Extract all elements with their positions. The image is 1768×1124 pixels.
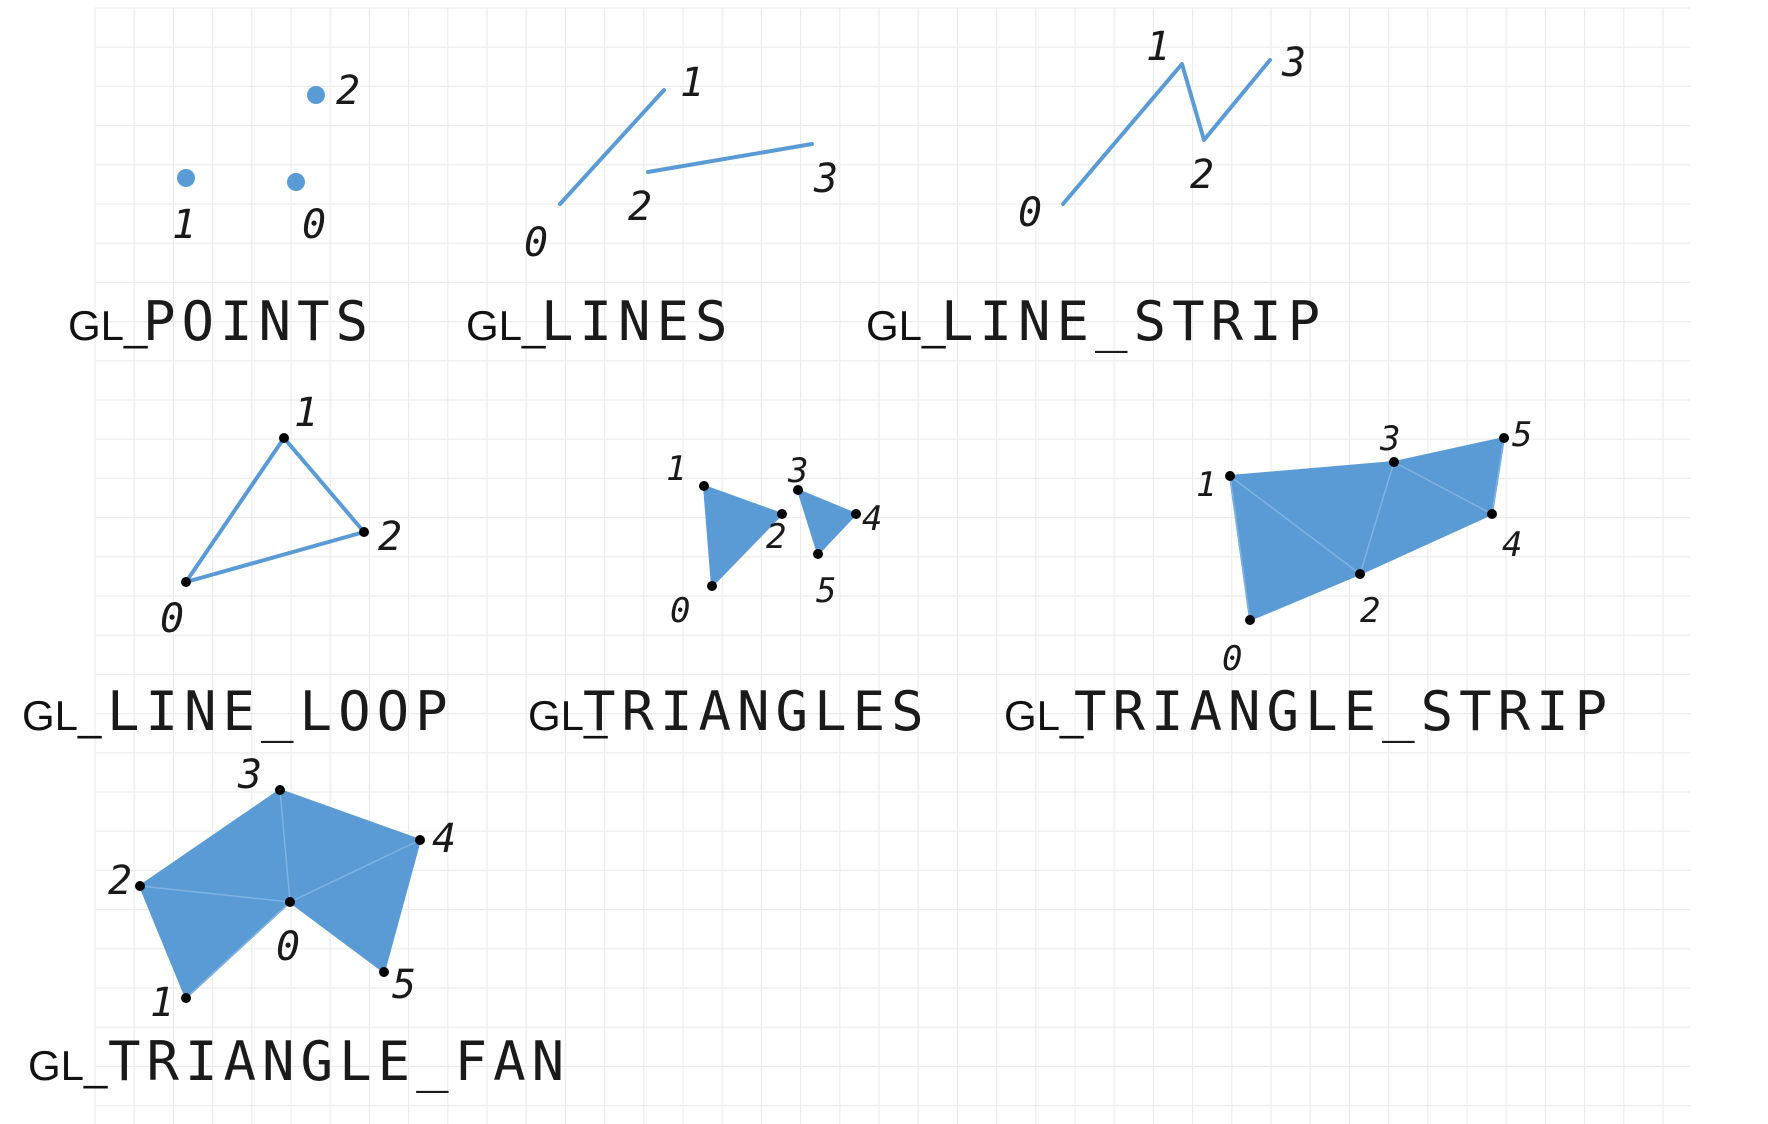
title-main: TRIANGLE_FAN [108, 1030, 570, 1093]
diagram-triangle-fan: 0 1 2 3 4 5GL_TRIANGLE_FAN [28, 752, 570, 1093]
vertex-label-3: 3 [237, 752, 262, 798]
vertex-label-2: 2 [336, 68, 360, 114]
vertex-label-3: 3 [1281, 40, 1306, 86]
line-loop-path [184, 436, 366, 584]
diagram-line-strip: 0 1 2 3GL_LINE_STRIP [866, 24, 1326, 353]
triangle-1 [797, 489, 857, 555]
vertex-label-2: 2 [628, 184, 652, 230]
vertex-dot-3 [793, 485, 803, 495]
diagram-line-loop: 0 1 2GL_LINE_LOOP [22, 390, 454, 743]
grid-background [94, 7, 1690, 1124]
vertex-label-2: 2 [378, 514, 402, 560]
vertex-dot-0 [1245, 615, 1255, 625]
title-prefix: GL_ [22, 692, 102, 739]
vertex-label-2: 2 [1190, 152, 1214, 198]
title-prefix: GL_ [866, 302, 946, 349]
vertex-dot-3 [1389, 457, 1399, 467]
vertex-dot-0 [181, 577, 191, 587]
vertex-label-5: 5 [816, 571, 836, 611]
fan-edge-4 [289, 839, 421, 903]
title-prefix: GL_ [28, 1042, 108, 1089]
vertex-dot-5 [379, 967, 389, 977]
vertex-label-0: 0 [670, 591, 690, 631]
vertex-label-5: 5 [392, 962, 416, 1008]
vertex-dot-5 [813, 549, 823, 559]
vertex-label-1: 1 [680, 60, 704, 106]
vertex-label-4: 4 [862, 499, 882, 539]
vertex-dot-2 [135, 881, 145, 891]
vertex-label-0: 0 [160, 596, 184, 642]
title-main: TRIANGLE_STRIP [1074, 680, 1613, 743]
vertex-dot-2 [777, 509, 787, 519]
primitive-diagrams: 012GL_POINTS0123GL_LINES0123GL_LINE_STRI… [22, 24, 1613, 1093]
vertex-dot-4 [1487, 509, 1497, 519]
vertex-dot-1 [1225, 471, 1235, 481]
vertex-label-2: 2 [108, 858, 132, 904]
vertex-label-1: 1 [1146, 24, 1170, 70]
vertex-label-1: 1 [172, 202, 196, 248]
vertex-dot-4 [851, 509, 861, 519]
vertex-label-5: 5 [1512, 415, 1532, 455]
vertex-dot-4 [415, 835, 425, 845]
title-prefix: GL_ [1004, 692, 1084, 739]
vertex-label-0: 0 [1222, 639, 1242, 679]
vertex-label-3: 3 [787, 451, 808, 491]
vertex-dot-5 [1499, 433, 1509, 443]
vertex-label-1: 1 [150, 980, 174, 1026]
line-strip-path [1061, 58, 1272, 206]
title-prefix: GL_ [68, 302, 148, 349]
vertex-label-2: 2 [766, 517, 786, 557]
vertex-dot-3 [275, 785, 285, 795]
vertex-dot-1 [699, 481, 709, 491]
diagram-triangle-strip: 0 1 2 3 4 5GL_TRIANGLE_STRIP [1004, 415, 1613, 743]
fan-edge-3 [279, 789, 291, 903]
diagram-points: 0 1 2GL_POINTS [68, 68, 374, 353]
title-main: TRIANGLES [583, 680, 930, 743]
fan-triangle-1 [139, 789, 291, 903]
vertex-label-0: 0 [276, 924, 300, 970]
title-main: LINE_STRIP [941, 290, 1326, 353]
point-0 [287, 173, 305, 191]
fan-edge-1 [185, 901, 291, 999]
vertex-label-4: 4 [432, 816, 456, 862]
line-segment-0 [558, 88, 666, 206]
vertex-dot-0 [285, 897, 295, 907]
diagram-lines: 0 1 2 3GL_LINES [466, 60, 838, 353]
vertex-label-0: 0 [302, 202, 326, 248]
vertex-label-3: 3 [1379, 419, 1400, 459]
vertex-label-0: 0 [524, 220, 548, 266]
fan-edge-2 [139, 885, 291, 903]
vertex-label-1: 1 [294, 390, 318, 436]
point-2 [307, 86, 325, 104]
title-prefix: GL_ [466, 302, 546, 349]
vertex-dot-1 [279, 433, 289, 443]
line-segment-1 [646, 142, 814, 174]
triangle-0 [703, 485, 783, 587]
vertex-dot-0 [707, 581, 717, 591]
title-prefix: GL_ [528, 692, 608, 739]
vertex-label-2: 2 [1360, 591, 1380, 631]
point-1 [177, 169, 195, 187]
vertex-label-0: 0 [1018, 190, 1042, 236]
vertex-label-1: 1 [666, 449, 686, 489]
vertex-dot-2 [359, 527, 369, 537]
vertex-dot-2 [1355, 569, 1365, 579]
vertex-label-3: 3 [813, 156, 838, 202]
title-main: POINTS [143, 290, 374, 353]
vertex-label-4: 4 [1502, 525, 1522, 565]
vertex-label-1: 1 [1196, 465, 1216, 505]
title-main: LINE_LOOP [107, 680, 454, 743]
vertex-dot-1 [181, 993, 191, 1003]
title-main: LINES [541, 290, 734, 353]
